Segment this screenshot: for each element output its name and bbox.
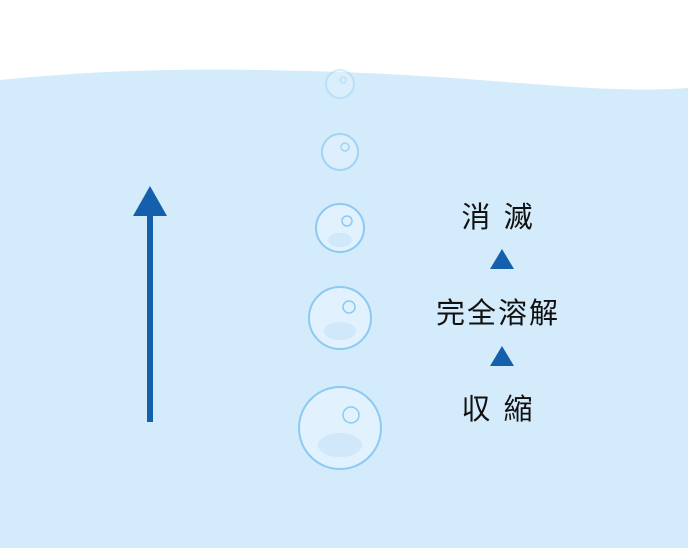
up-arrow-icon <box>133 186 167 422</box>
bubble-icon <box>321 133 359 171</box>
bubble-icon <box>325 69 355 99</box>
stage-label-top: 消 滅 <box>461 200 535 234</box>
stage-label-bottom: 収 縮 <box>461 392 535 426</box>
triangle-up-icon <box>490 249 514 269</box>
triangle-up-icon <box>490 346 514 366</box>
stage-label-middle: 完全溶解 <box>435 296 560 330</box>
bubble-icon <box>298 386 382 470</box>
bubble-icon <box>315 203 365 253</box>
bubble-icon <box>308 286 372 350</box>
